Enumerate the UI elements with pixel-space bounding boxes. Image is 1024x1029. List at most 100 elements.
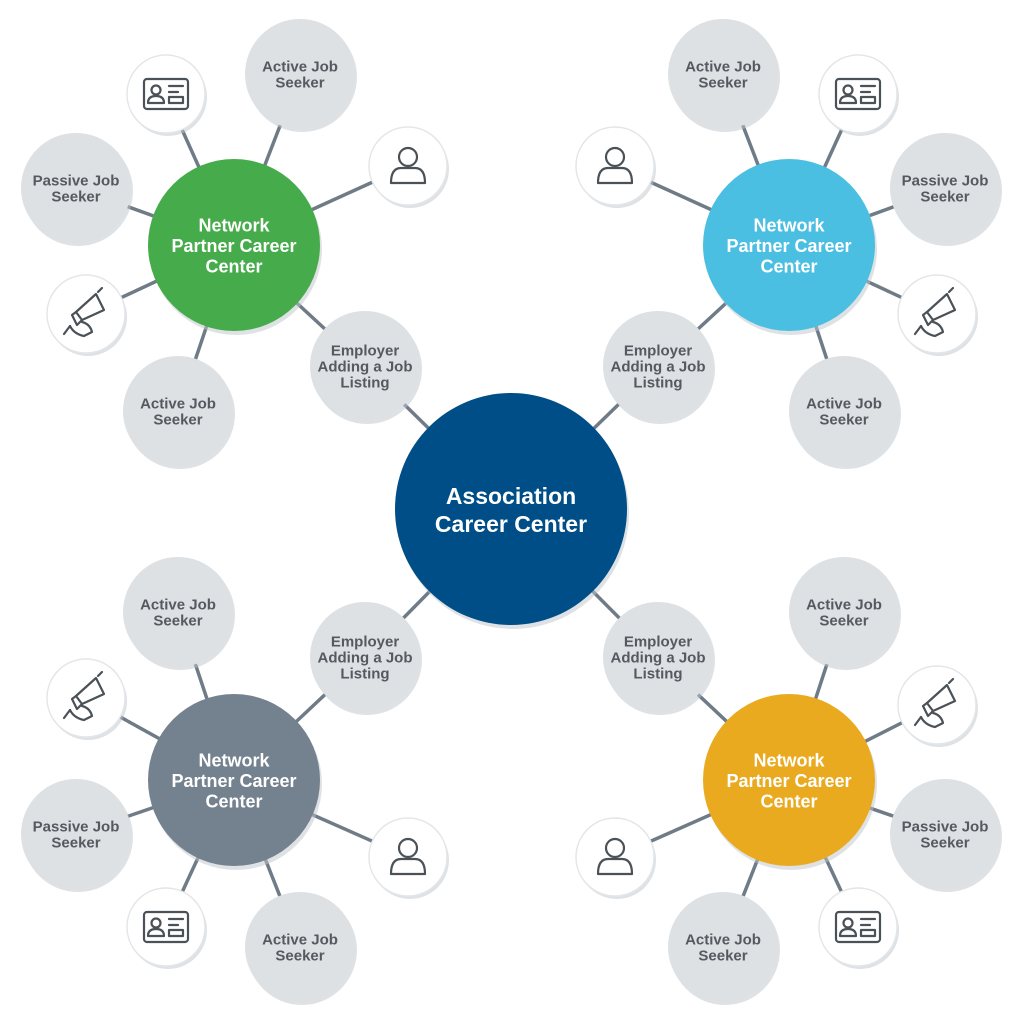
satellite-label-line: Adding a Job <box>318 649 413 666</box>
satellite-label-line: Seeker <box>275 74 324 91</box>
satellite-label-line: Adding a Job <box>611 649 706 666</box>
icon-node <box>46 658 127 740</box>
satellite-circle <box>245 19 355 129</box>
person-icon <box>389 146 427 185</box>
hub-label-line: Network <box>198 215 270 235</box>
satellite-circle <box>789 356 899 466</box>
satellite-label-line: Employer <box>331 342 400 359</box>
satellite-circle <box>890 779 1000 889</box>
megaphone-icon <box>62 670 106 722</box>
hub-label-line: Center <box>205 791 262 811</box>
megaphone-icon <box>913 677 957 729</box>
satellite-label-line: Active Job <box>140 395 216 412</box>
icon-circle <box>126 54 206 134</box>
person-icon <box>596 837 634 876</box>
icon-circle <box>818 54 898 134</box>
hub-circle <box>148 159 320 331</box>
satellite-circle <box>310 602 420 712</box>
icon-node <box>368 126 449 208</box>
icon-node <box>46 274 127 356</box>
icon-node <box>368 817 449 899</box>
icon-node <box>897 274 978 356</box>
satellite-circle <box>123 356 233 466</box>
hub-label-line: Partner Career <box>171 236 296 256</box>
satellite-label-line: Listing <box>633 374 682 391</box>
satellite-circle <box>603 311 713 421</box>
satellite-circle <box>668 19 778 129</box>
icon-circle <box>46 658 126 738</box>
satellite-label-line: Passive Job <box>33 172 120 189</box>
satellite-label-line: Adding a Job <box>611 358 706 375</box>
satellite-label-line: Listing <box>340 374 389 391</box>
icon-node <box>575 126 656 208</box>
id-card-icon <box>142 910 190 944</box>
satellite-label-line: Passive Job <box>902 172 989 189</box>
satellite-label-line: Listing <box>340 665 389 682</box>
hub-circle <box>703 694 875 866</box>
center-label-line: Association <box>446 483 576 509</box>
satellite-circle <box>789 557 899 667</box>
satellite-circle <box>245 892 355 1002</box>
satellite-label-line: Passive Job <box>902 818 989 835</box>
satellite-label-line: Active Job <box>685 931 761 948</box>
satellite-circle <box>603 602 713 712</box>
satellite-circle <box>123 557 233 667</box>
satellite-label-line: Employer <box>331 633 400 650</box>
satellite-circle <box>21 133 131 243</box>
satellite-label-line: Seeker <box>819 411 868 428</box>
icon-circle <box>897 274 977 354</box>
megaphone-icon <box>913 286 957 338</box>
satellite-label-line: Passive Job <box>33 818 120 835</box>
satellite-label-line: Seeker <box>698 947 747 964</box>
satellite-label-line: Seeker <box>51 834 100 851</box>
icon-node <box>818 54 899 136</box>
satellite-label-line: Seeker <box>920 188 969 205</box>
satellite-label-line: Seeker <box>153 411 202 428</box>
hub-circle <box>148 694 320 866</box>
center-circle <box>395 393 627 625</box>
id-card-icon <box>142 77 190 111</box>
hub-label-line: Center <box>205 256 262 276</box>
icon-node <box>126 887 207 969</box>
hub-label-line: Partner Career <box>171 771 296 791</box>
person-icon <box>596 146 634 185</box>
megaphone-icon <box>62 286 106 338</box>
satellite-label-line: Adding a Job <box>318 358 413 375</box>
satellite-circle <box>21 779 131 889</box>
satellite-label-line: Seeker <box>153 612 202 629</box>
satellite-circle <box>310 311 420 421</box>
icon-circle <box>818 887 898 967</box>
satellite-label-line: Listing <box>633 665 682 682</box>
satellite-label-line: Active Job <box>140 596 216 613</box>
icon-node <box>897 665 978 747</box>
hub-label-line: Partner Career <box>726 236 851 256</box>
